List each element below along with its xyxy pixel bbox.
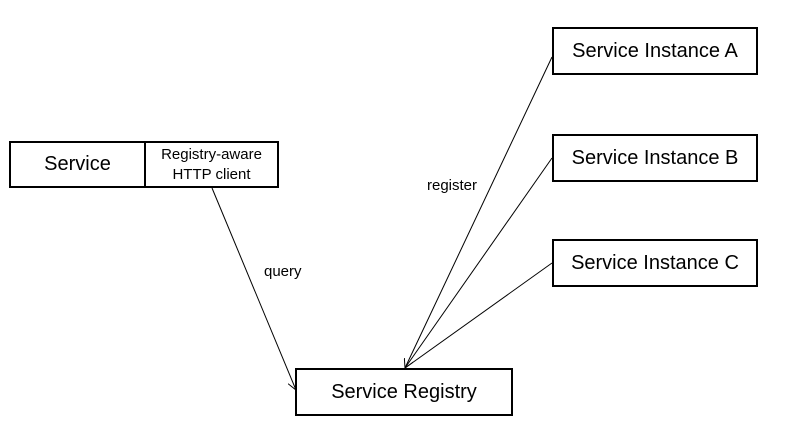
service-instance-a-box: Service Instance A: [552, 27, 758, 75]
query-edge-label: query: [264, 263, 302, 280]
service-instance-c-box: Service Instance C: [552, 239, 758, 287]
service-label: Service: [44, 153, 111, 175]
service-box: Service: [9, 141, 146, 188]
query-arrow: [211, 187, 296, 390]
client-label-line2: HTTP client: [172, 165, 251, 183]
register-arrow-a: [405, 56, 553, 368]
register-edge-label: register: [427, 177, 478, 194]
service-instance-b-label: Service Instance B: [571, 146, 739, 169]
register-line-c: [404, 262, 553, 369]
client-label-line1: Registry-aware: [161, 145, 262, 163]
service-instance-b-box: Service Instance B: [552, 134, 758, 182]
register-line-b: [404, 157, 553, 369]
service-instance-a-label: Service Instance A: [572, 39, 738, 62]
service-registry-box: Service Registry: [295, 368, 513, 416]
service-instance-c-label: Service Instance C: [571, 251, 739, 274]
service-registry-label: Service Registry: [331, 380, 477, 403]
registry-aware-http-client-box: Registry-aware HTTP client: [144, 141, 279, 188]
